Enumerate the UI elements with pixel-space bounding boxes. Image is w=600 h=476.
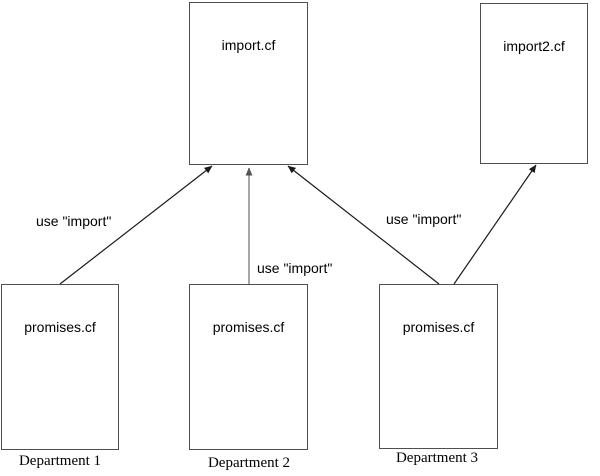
node-label: promises.cf (212, 319, 285, 335)
dept-label-3: Department 3 (395, 450, 479, 466)
dept-label-1: Department 1 (18, 453, 102, 469)
edge-dept1-to-import (59, 165, 213, 285)
node-promises-dept3: promises.cf (379, 284, 498, 449)
edge-label-use-import-1: use "import" (36, 213, 112, 229)
edge-dept3-to-import2 (453, 164, 537, 285)
edge-dept3-to-import (287, 165, 440, 285)
node-label: promises.cf (402, 319, 475, 335)
node-promises-dept2: promises.cf (189, 284, 308, 450)
node-import-cf: import.cf (189, 2, 308, 165)
edge-label-use-import-2: use "import" (257, 260, 333, 276)
edge-label-use-import-3: use "import" (386, 211, 462, 227)
node-label: import2.cf (503, 38, 565, 54)
node-label: promises.cf (24, 319, 96, 335)
node-promises-dept1: promises.cf (1, 284, 119, 450)
node-label: import.cf (221, 37, 276, 53)
node-import2-cf: import2.cf (480, 3, 588, 164)
dept-label-2: Department 2 (207, 455, 291, 471)
